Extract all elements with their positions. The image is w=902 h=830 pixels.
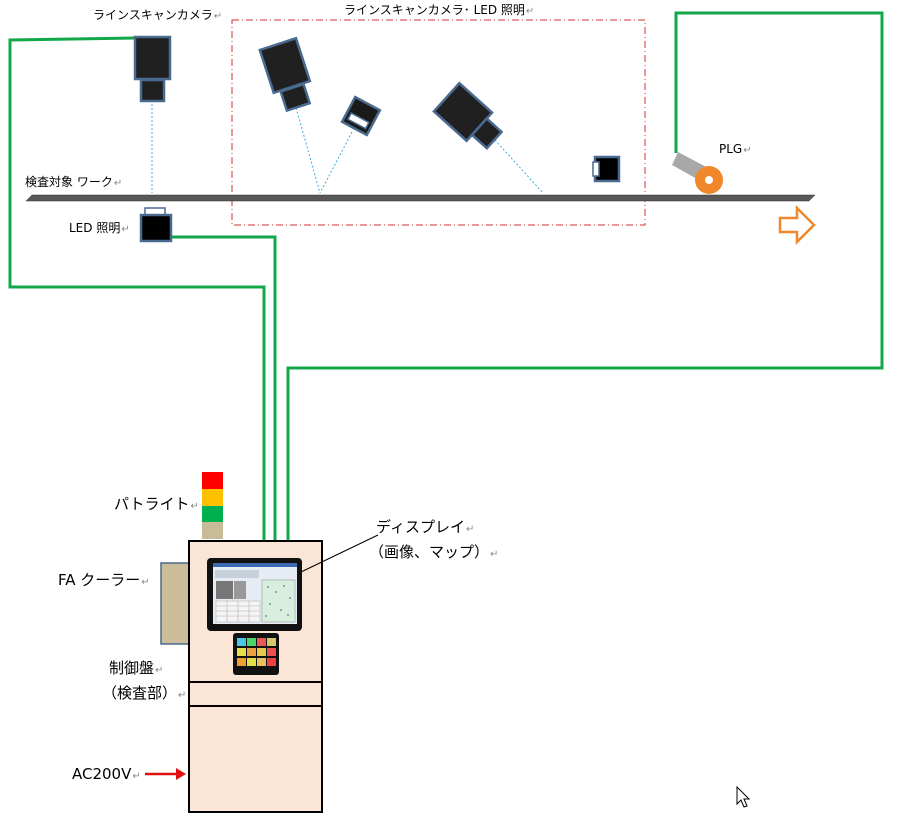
camera-lens [470,116,504,151]
patlite-yellow [202,489,223,506]
patlite-red [202,472,223,489]
display-map-area [261,579,296,623]
label-led-light: LED 照明↵ [69,221,130,235]
patlite [202,472,223,539]
mouse-pointer-icon [736,785,751,808]
label-plg: PLG↵ [719,142,752,156]
patlite-green [202,506,223,522]
display-panel-left [215,570,259,578]
label-camera-led-group: ラインスキャンカメラ･ LED 照明↵ [344,3,535,17]
led-light-bottom [139,207,173,243]
light-emitter [592,161,600,177]
beam-tilted-camera-3 [494,139,544,194]
label-control-panel: 制御盤↵ （検査部）↵ [102,659,187,702]
display-image-area [216,581,233,599]
label-inspection-target: 検査対象 ワーク↵ [25,175,123,189]
display-table-lines [216,601,260,622]
operation-keypad [233,633,279,675]
ac-power-arrow [145,768,186,780]
cables [8,11,884,541]
plg-encoder [672,152,723,194]
camera-lens [279,82,312,113]
led-light-right [592,155,621,183]
label-patlite: パトライト↵ [114,495,199,513]
label-line-scan-camera: ラインスキャンカメラ↵ [93,8,223,22]
fa-cooler [160,562,191,645]
plg-cable [286,11,884,541]
display-image-area-2 [234,581,246,599]
line-scan-camera-tilted-2 [432,81,504,151]
keypad-keys [237,638,276,666]
light-emitter [346,112,370,130]
display-monitor [207,558,302,631]
led-light-cable [172,235,277,541]
right-arrow-icon [778,204,816,246]
beam-tilted-camera-2 [319,131,353,194]
patlite-base [202,522,223,539]
inspection-beams [151,100,544,194]
camera-body [133,35,172,81]
label-fa-cooler: FA クーラー↵ [58,571,150,589]
light-body [139,213,173,243]
light-body [340,95,382,137]
control-panel-divider-band [188,681,323,707]
camera-led-group-box [231,19,646,226]
label-ac-power: AC200V↵ [72,765,141,783]
led-light-tilted [340,95,382,137]
display-callout-line [300,534,379,573]
beam-tilted-camera-1 [294,103,321,194]
conveyor-belt [25,194,816,202]
camera-lens [139,78,166,103]
line-scan-camera [133,35,172,103]
display-map-dots [265,585,291,617]
line-scan-camera-tilted-1 [258,36,312,113]
plg-hub [705,176,713,184]
label-display: ディスプレイ↵ （画像、マップ）↵ [369,518,499,561]
camera-cable [8,36,266,541]
display-title-bar [213,563,297,567]
